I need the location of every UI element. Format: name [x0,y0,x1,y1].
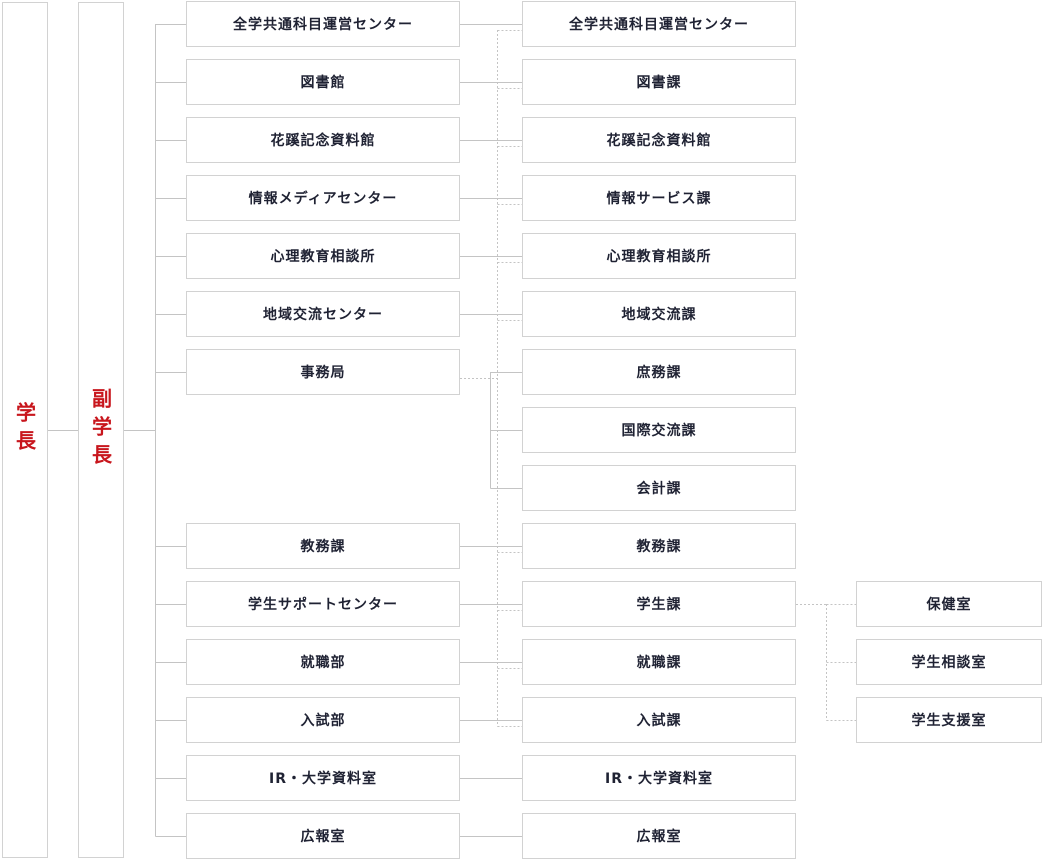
section-label: 全学共通科目運営センター [569,17,749,33]
section-label: 広報室 [636,829,682,845]
section-kakei-memorial-archive: 花蹊記念資料館 [522,117,796,163]
office-health-room: 保健室 [856,581,1042,627]
section-career: 就職課 [522,639,796,685]
section-label: 図書課 [636,75,682,91]
vice-president-label: 副学長 [88,388,113,472]
unit-label: 情報メディアセンター [248,191,398,207]
unit-label: 心理教育相談所 [270,249,376,265]
section-general-education-center: 全学共通科目運営センター [522,1,796,47]
section-community-exchange: 地域交流課 [522,291,796,337]
unit-label: 教務課 [300,539,346,555]
unit-label: 事務局 [300,365,346,381]
unit-administration-office: 事務局 [186,349,460,395]
office-label: 学生支援室 [911,713,987,729]
unit-label: 全学共通科目運営センター [233,17,413,33]
section-student-affairs: 学生課 [522,581,796,627]
section-accounting: 会計課 [522,465,796,511]
unit-branch-lines [155,24,186,837]
unit-academic-affairs: 教務課 [186,523,460,569]
office-label: 保健室 [926,597,972,613]
section-label: 心理教育相談所 [606,249,712,265]
section-information-services: 情報サービス課 [522,175,796,221]
unit-label: 花蹊記念資料館 [270,133,376,149]
unit-admissions-department: 入試部 [186,697,460,743]
unit-library: 図書館 [186,59,460,105]
unit-to-section-lines [460,24,522,837]
unit-label: IR・大学資料室 [269,771,377,787]
unit-label: 図書館 [300,75,346,91]
unit-label: 学生サポートセンター [248,597,398,613]
unit-information-media-center: 情報メディアセンター [186,175,460,221]
unit-student-support-center: 学生サポートセンター [186,581,460,627]
section-label: 入試課 [636,713,682,729]
unit-community-exchange-center: 地域交流センター [186,291,460,337]
unit-career-department: 就職部 [186,639,460,685]
office-student-counseling: 学生相談室 [856,639,1042,685]
unit-label: 地域交流センター [263,307,383,323]
section-label: 会計課 [636,481,682,497]
section-label: 庶務課 [636,365,682,381]
section-admissions: 入試課 [522,697,796,743]
section-library: 図書課 [522,59,796,105]
unit-public-relations: 広報室 [186,813,460,859]
section-psychological-counseling: 心理教育相談所 [522,233,796,279]
section-label: IR・大学資料室 [605,771,713,787]
student-office-dotted-lines [796,604,856,721]
section-label: 国際交流課 [621,423,697,439]
office-label: 学生相談室 [911,655,987,671]
unit-ir-archives: IR・大学資料室 [186,755,460,801]
section-label: 地域交流課 [621,307,697,323]
unit-label: 就職部 [300,655,346,671]
section-ir-archives: IR・大学資料室 [522,755,796,801]
president-box: 学長 [2,2,48,858]
section-academic-affairs: 教務課 [522,523,796,569]
section-label: 花蹊記念資料館 [606,133,712,149]
office-student-support: 学生支援室 [856,697,1042,743]
administration-branch-lines [490,372,522,489]
section-label: 情報サービス課 [606,191,712,207]
president-label: 学長 [12,402,37,458]
vice-president-box: 副学長 [78,2,124,858]
section-international-exchange: 国際交流課 [522,407,796,453]
unit-label: 広報室 [300,829,346,845]
section-label: 学生課 [636,597,682,613]
section-label: 教務課 [636,539,682,555]
unit-general-education-center: 全学共通科目運営センター [186,1,460,47]
administration-dotted-lines [460,30,522,727]
unit-kakei-memorial-archive: 花蹊記念資料館 [186,117,460,163]
section-label: 就職課 [636,655,682,671]
section-general-affairs: 庶務課 [522,349,796,395]
unit-psychological-counseling: 心理教育相談所 [186,233,460,279]
unit-label: 入試部 [300,713,346,729]
section-public-relations: 広報室 [522,813,796,859]
